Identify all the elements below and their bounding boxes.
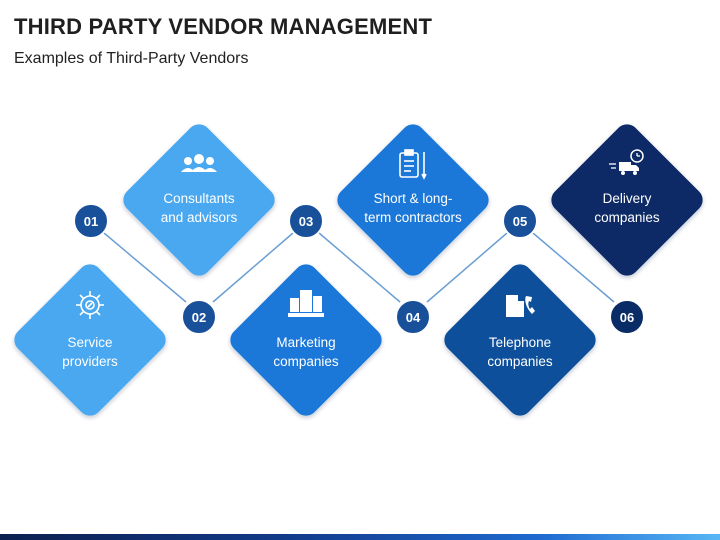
number-badge-05: 05 [502,203,538,239]
vendor-label-line2: and advisors [161,210,238,225]
connector-02-03 [212,232,294,303]
diamond-shape [444,264,596,416]
vendor-card-marketing [230,264,382,416]
badge-number: 01 [84,214,98,229]
diamond-shape [551,124,703,276]
badge-number: 03 [299,214,313,229]
vendor-label-line1: Delivery [603,191,652,206]
gear-network-icon [76,291,104,319]
connector-04-05 [426,232,508,303]
buildings-icon [288,290,324,317]
badge-number: 06 [620,310,634,325]
vendor-card-contractors [337,124,489,276]
number-badge-01: 01 [73,203,109,239]
page-subtitle: Examples of Third-Party Vendors [14,50,249,67]
number-badge-03: 03 [288,203,324,239]
diamond-shape [230,264,382,416]
clipboard-pen-icon [399,149,427,180]
number-badge-06: 06 [609,299,645,335]
vendor-label-line2: companies [487,354,553,369]
vendor-label-line2: providers [62,354,118,369]
diamond-shape [14,264,166,416]
connector-01-02 [103,232,187,303]
badge-number: 05 [513,214,527,229]
page-title: THIRD PARTY VENDOR MANAGEMENT [14,14,433,39]
connector-05-06 [532,232,615,303]
vendor-card-consultants [123,124,275,276]
vendor-label-line1: Marketing [276,335,335,350]
connector-03-04 [318,232,401,303]
team-icon [181,154,217,172]
telephone-icon [506,295,535,317]
vendor-label-line2: companies [273,354,339,369]
badge-number: 02 [192,310,206,325]
vendor-label-line1: Telephone [489,335,551,350]
number-badge-04: 04 [395,299,431,335]
bottom-accent-bar [0,534,720,540]
delivery-truck-icon [609,149,644,175]
diamond-shape [123,124,275,276]
badge-number: 04 [406,310,421,325]
vendor-card-delivery [551,124,703,276]
vendor-label-line1: Short & long- [374,191,453,206]
connector-lines [103,232,615,303]
vendor-label-line2: companies [594,210,660,225]
vendor-label-line1: Consultants [163,191,235,206]
vendor-label-line2: term contractors [364,210,462,225]
vendor-card-service-providers [14,264,166,416]
diamond-shape [337,124,489,276]
vendor-card-telephone [444,264,596,416]
number-badge-02: 02 [181,299,217,335]
vendor-label-line1: Service [67,335,112,350]
